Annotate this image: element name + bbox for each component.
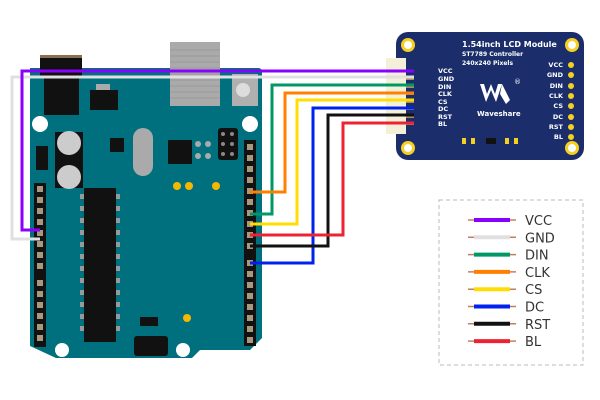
legend-label: DC [525,301,544,316]
wire-gnd [10,75,414,241]
legend-label: GND [525,231,555,246]
wire-din [250,83,414,216]
legend-item: GND [468,231,555,246]
wire-dc [250,106,414,265]
registered-mark: ® [514,78,521,86]
lcd-pin-label-right: DC [553,113,563,121]
arduino-board [30,42,262,358]
status-leds [173,182,220,190]
lcd-pin-label-right: CLK [549,92,564,100]
legend-label: BL [525,335,542,350]
mounting-hole [55,343,69,357]
legend-item: CS [468,283,542,298]
lcd-pin-label-left: RST [438,113,453,121]
lcd-pin-label-right: BL [554,133,563,141]
legend-label: DIN [525,249,549,264]
legend-item: RST [468,318,550,333]
waveshare-logo-icon [480,84,510,104]
brand-name: Waveshare [477,110,521,118]
lcd-pin-label-right: GND [547,71,564,79]
mounting-hole [176,343,190,357]
lcd-pin-label-right: RST [549,123,564,131]
mounting-hole [32,116,48,132]
lcd-pin-label-right: CS [553,102,563,110]
legend-label: CS [525,283,542,298]
power-jack [40,55,82,77]
lcd-pin-label-left: DC [438,105,448,113]
lcd-subtitle-resolution: 240x240 Pixels [462,60,513,67]
wire-bl [250,121,414,237]
usb-chip [168,140,192,164]
lcd-pin-label-left: BL [438,120,447,128]
lcd-pin-label-left: VCC [438,67,453,75]
legend-item: CLK [468,266,550,281]
legend-item: BL [468,335,542,350]
lcd-right-pads [568,62,574,140]
lcd-pin-label-right: DIN [550,82,563,90]
legend-item: DC [468,301,544,316]
wires [10,69,414,265]
wire-cs [250,98,414,226]
lcd-pin-label-left: DIN [438,83,451,91]
lcd-pin-label-left: GND [438,75,455,83]
mounting-hole [242,116,258,132]
lcd-subtitle-controller: ST7789 Controller [462,51,523,58]
legend-item: VCC [468,214,552,229]
legend-item: DIN [468,249,549,264]
wire-rst [250,113,414,248]
wire-legend: VCC GND DIN CLK CS DC RST BL [438,199,584,366]
legend-label: VCC [525,214,552,229]
crystal [133,128,153,176]
legend-label: CLK [525,266,550,281]
lcd-pin-label-left: CS [438,98,448,106]
lcd-pin-label-right: VCC [548,61,563,69]
lcd-board [396,32,584,160]
lcd-module: 1.54inch LCD Module ST7789 Controller 24… [386,32,584,160]
wire-clk [250,91,414,194]
atmega-chip [84,188,116,342]
legend-label: RST [525,318,550,333]
lcd-title: 1.54inch LCD Module [462,40,557,49]
icsp-header-bottom [134,336,168,356]
lcd-pin-label-left: CLK [438,90,453,98]
wire-vcc [20,69,414,232]
